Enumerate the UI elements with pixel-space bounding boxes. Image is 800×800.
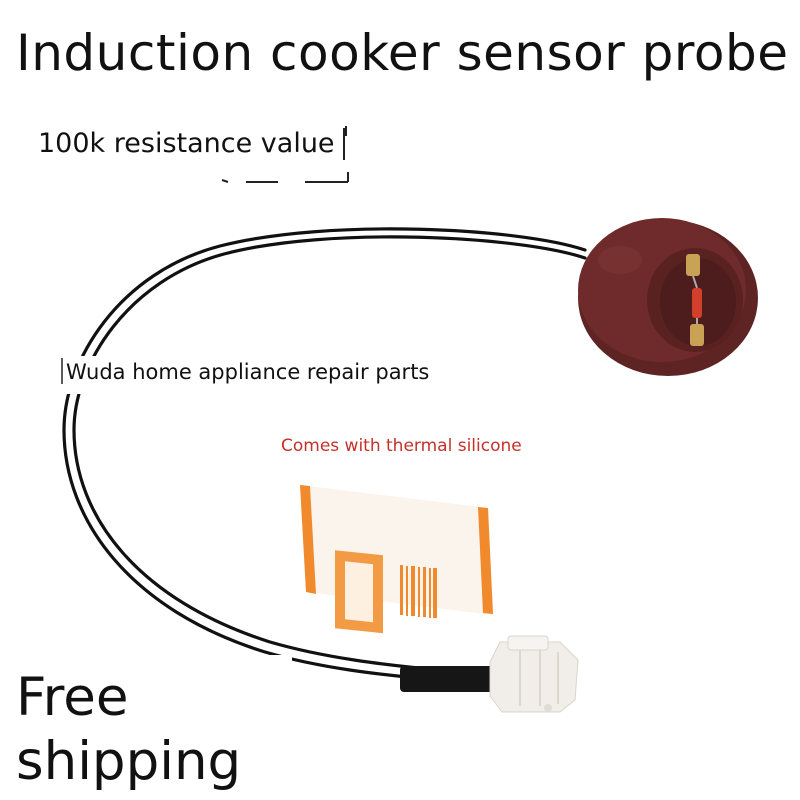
free-shipping-badge: Free shipping xyxy=(16,666,241,794)
page-title: Induction cooker sensor probe xyxy=(16,24,789,82)
brand-panel xyxy=(62,356,442,394)
heat-shrink-sleeve xyxy=(400,666,495,692)
thermal-silicone-packet xyxy=(300,485,493,634)
spec-box-frame xyxy=(221,126,349,183)
silicone-note: Comes with thermal silicone xyxy=(281,436,522,456)
promo-line-2: shipping xyxy=(16,731,242,792)
sensor-probe-head xyxy=(578,218,758,376)
wire-connector xyxy=(489,635,579,713)
brand-caption: Wuda home appliance repair parts xyxy=(66,360,430,384)
resistance-spec: 100k resistance value xyxy=(38,128,335,159)
promo-panel xyxy=(0,655,292,800)
promo-line-1: Free xyxy=(16,667,129,728)
